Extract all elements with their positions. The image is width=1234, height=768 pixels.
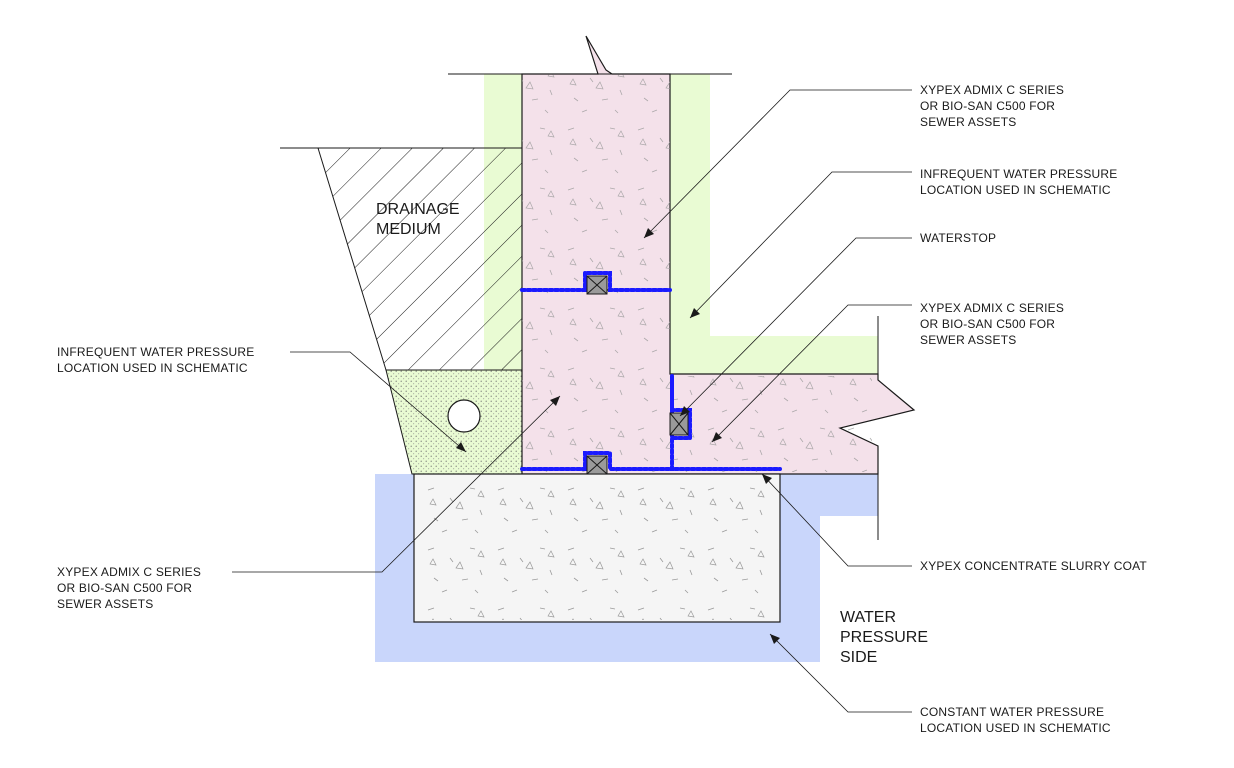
infrequent-zone-right — [670, 74, 878, 374]
water-pressure-side-label-1: WATER — [840, 609, 896, 626]
waterstop-icon — [669, 412, 689, 436]
water-pressure-side-label-2: PRESSURE — [840, 629, 928, 646]
callout-admix-wall-bottom: XYPEX ADMIX C SERIES OR BIO-SAN C500 FOR… — [57, 565, 201, 611]
svg-text:XYPEX ADMIX C SERIES: XYPEX ADMIX C SERIES — [920, 83, 1064, 97]
water-pressure-side-label-3: SIDE — [840, 649, 877, 666]
waterstop-icon — [586, 275, 608, 295]
svg-text:OR BIO-SAN C500 FOR: OR BIO-SAN C500 FOR — [920, 317, 1055, 331]
waterstop-icon — [586, 455, 608, 475]
drainage-medium-label-2: MEDIUM — [376, 221, 441, 238]
callout-admix-wall-top: XYPEX ADMIX C SERIES OR BIO-SAN C500 FOR… — [920, 83, 1064, 129]
leader-lines — [232, 89, 912, 713]
svg-text:WATERSTOP: WATERSTOP — [920, 231, 996, 245]
callout-infrequent-right: INFREQUENT WATER PRESSURE LOCATION USED … — [920, 167, 1117, 197]
drainage-medium-label-1: DRAINAGE — [376, 201, 460, 218]
svg-text:CONSTANT WATER PRESSURE: CONSTANT WATER PRESSURE — [920, 705, 1104, 719]
svg-text:SEWER ASSETS: SEWER ASSETS — [57, 597, 153, 611]
callout-waterstop: WATERSTOP — [920, 231, 996, 245]
svg-text:LOCATION USED IN SCHEMATIC: LOCATION USED IN SCHEMATIC — [920, 183, 1111, 197]
svg-text:XYPEX ADMIX C SERIES: XYPEX ADMIX C SERIES — [920, 301, 1064, 315]
svg-text:OR BIO-SAN C500 FOR: OR BIO-SAN C500 FOR — [920, 99, 1055, 113]
svg-text:LOCATION USED IN SCHEMATIC: LOCATION USED IN SCHEMATIC — [57, 361, 248, 375]
svg-text:XYPEX ADMIX C SERIES: XYPEX ADMIX C SERIES — [57, 565, 201, 579]
svg-text:OR BIO-SAN C500 FOR: OR BIO-SAN C500 FOR — [57, 581, 192, 595]
leader-arrows — [456, 228, 780, 644]
svg-text:SEWER ASSETS: SEWER ASSETS — [920, 333, 1016, 347]
pipe-icon — [447, 399, 481, 433]
svg-text:INFREQUENT WATER PRESSURE: INFREQUENT WATER PRESSURE — [920, 167, 1117, 181]
svg-text:XYPEX CONCENTRATE SLURRY COAT: XYPEX CONCENTRATE SLURRY COAT — [920, 559, 1147, 573]
callout-admix-slab: XYPEX ADMIX C SERIES OR BIO-SAN C500 FOR… — [920, 301, 1064, 347]
slurry-coat — [520, 271, 782, 471]
callout-infrequent-left: INFREQUENT WATER PRESSURE LOCATION USED … — [57, 345, 254, 375]
drainage-medium — [317, 147, 523, 371]
svg-text:INFREQUENT WATER PRESSURE: INFREQUENT WATER PRESSURE — [57, 345, 254, 359]
callout-slurry-coat: XYPEX CONCENTRATE SLURRY COAT — [920, 559, 1147, 573]
callout-constant-pressure: CONSTANT WATER PRESSURE LOCATION USED IN… — [920, 705, 1111, 735]
svg-text:LOCATION USED IN SCHEMATIC: LOCATION USED IN SCHEMATIC — [920, 721, 1111, 735]
svg-text:SEWER ASSETS: SEWER ASSETS — [920, 115, 1016, 129]
